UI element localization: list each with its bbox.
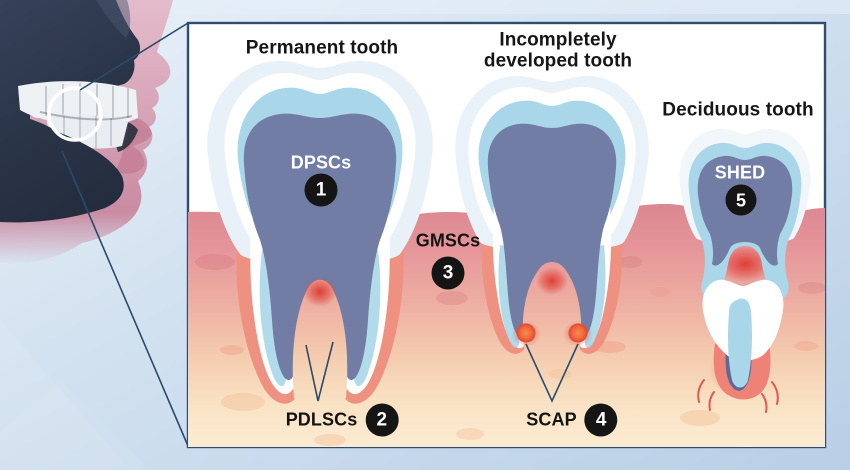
skull-upper [0, 0, 141, 90]
scap-label-row: SCAP 4 [526, 403, 618, 437]
deciduous-tooth-title: Deciduous tooth [662, 99, 814, 121]
pdlscs-pointer-lines [305, 341, 334, 402]
eruption-motion-arcs [697, 379, 779, 413]
badge-2: 2 [365, 403, 399, 437]
resorption-inflammation [717, 246, 773, 282]
zoom-circle [47, 86, 103, 142]
background-facet [0, 320, 130, 470]
dpscs-label: DPSCs [290, 152, 352, 173]
mandible [0, 112, 124, 223]
callout-lines [61, 22, 189, 447]
incomplete-tooth-drawing [455, 75, 649, 354]
erupting-tooth-drawing [697, 279, 784, 413]
furcation-gum [292, 279, 348, 403]
pdlscs-label: PDLSCs [285, 409, 358, 430]
background-facet [0, 380, 150, 470]
badge-3: 3 [431, 256, 465, 290]
pdlscs-label-row: PDLSCs 2 [285, 403, 399, 437]
scap-pointer-lines [525, 343, 579, 403]
gmscs-label: GMSCs [415, 230, 481, 251]
apical-papilla-dot [568, 323, 588, 343]
permanent-tooth-title: Permanent tooth [245, 37, 399, 59]
lips [115, 116, 152, 174]
head-illustration [0, 0, 173, 264]
badge-1: 1 [304, 173, 338, 207]
erupting-dentin-core [728, 298, 752, 388]
incomplete-tooth-title: Incompletely developed tooth [483, 29, 633, 71]
permanent-tooth-drawing [207, 60, 433, 404]
pulp-chamber [243, 113, 397, 381]
apical-papilla-dot [516, 323, 536, 343]
scap-label: SCAP [526, 409, 577, 430]
skull-highlight [96, 0, 131, 38]
badge-5: 5 [725, 184, 757, 216]
furcation-inflammation [536, 267, 568, 295]
furcation-inflammation [303, 277, 337, 307]
pulp-chamber-open [487, 123, 617, 339]
background-top-band [0, 0, 850, 14]
shed-label: SHED [714, 162, 766, 183]
badge-4: 4 [584, 403, 618, 437]
